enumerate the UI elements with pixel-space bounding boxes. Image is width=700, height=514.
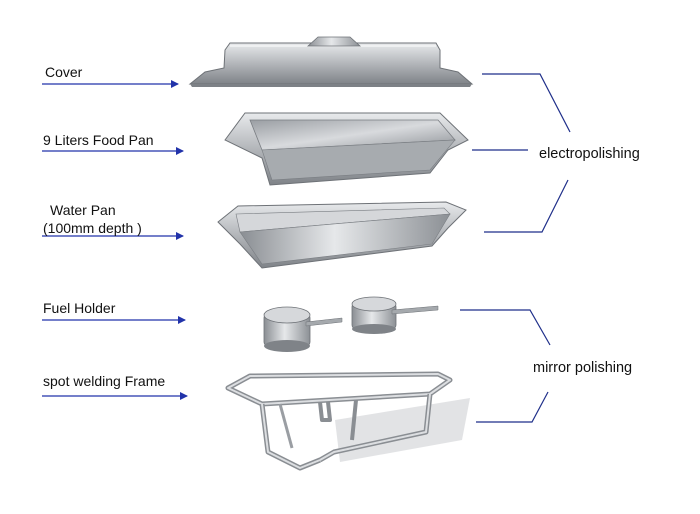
label-food-pan: 9 Liters Food Pan — [43, 132, 154, 148]
bracket-electropolishing-bottom — [484, 179, 569, 233]
water-pan-image — [217, 201, 467, 269]
bracket-mirror-top — [460, 309, 551, 346]
label-cover: Cover — [45, 64, 83, 80]
label-frame: spot welding Frame — [43, 373, 166, 389]
cover-image — [188, 36, 474, 87]
label-fuel-holder: Fuel Holder — [43, 300, 116, 316]
label-water-pan: Water Pan — [50, 202, 116, 218]
bracket-mirror-bottom — [476, 391, 549, 423]
label-mirror-polishing: mirror polishing — [533, 360, 633, 376]
label-water-pan-depth: (100mm depth ) — [43, 220, 142, 236]
fuel-holder-image — [263, 296, 439, 352]
bracket-electropolishing-top — [482, 73, 571, 133]
fuel-holder-right — [351, 296, 439, 334]
food-pan-image — [224, 112, 469, 186]
frame-image — [225, 371, 470, 471]
fuel-holder-left — [263, 306, 343, 352]
label-electropolishing: electropolishing — [539, 146, 640, 162]
